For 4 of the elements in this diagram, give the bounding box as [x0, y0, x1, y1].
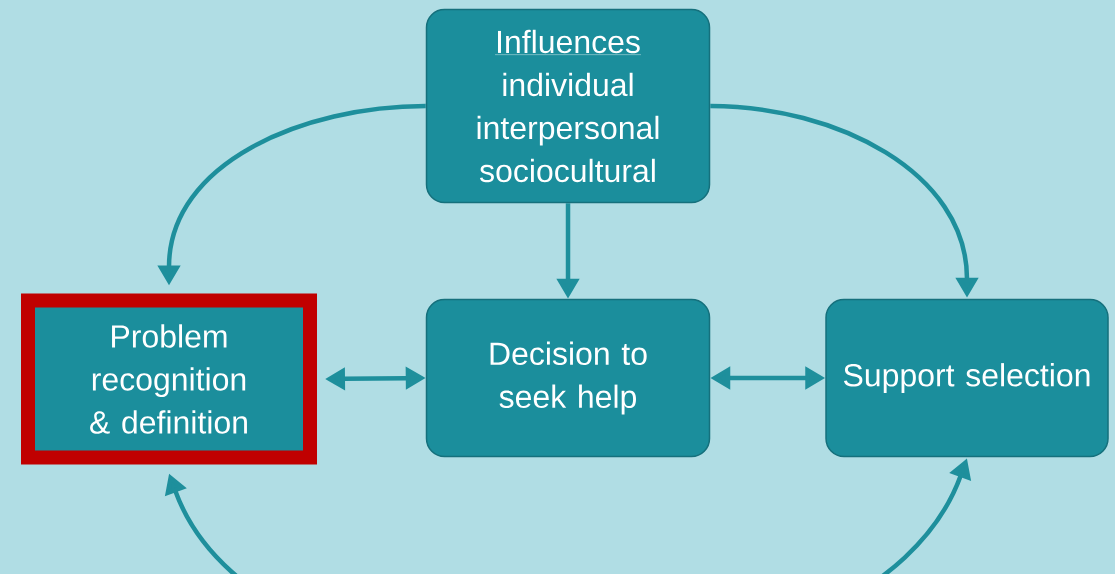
process-box: Decision to seek help — [425, 298, 711, 458]
process-box: Support selection — [825, 298, 1109, 458]
highlighted-box: Problem recognition & definition — [21, 293, 317, 465]
influences-box: Influences individual interpersonal sociocultural — [425, 8, 711, 204]
